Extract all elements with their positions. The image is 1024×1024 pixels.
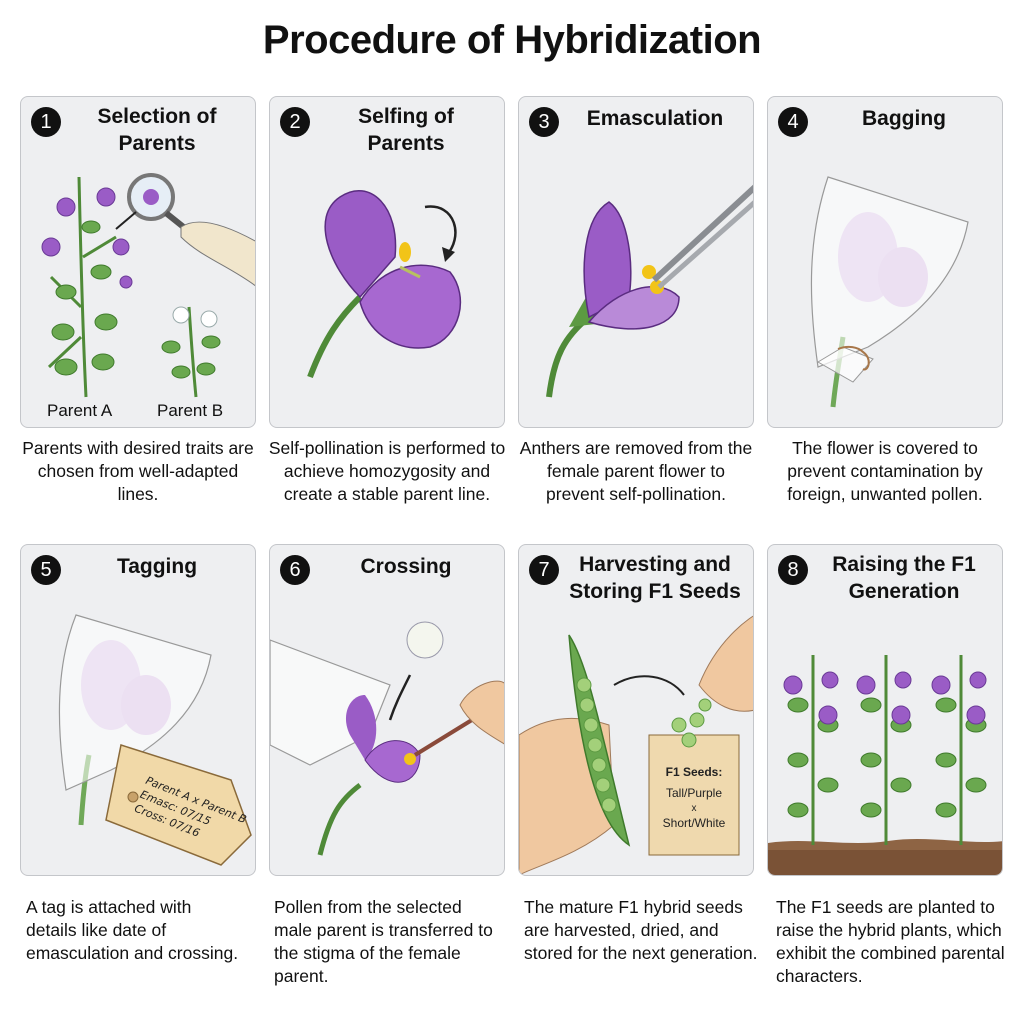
step-title: Crossing (360, 555, 452, 578)
step-8-caption: The F1 seeds are planted to raise the hy… (776, 897, 1005, 986)
step-number-badge: 7 (529, 555, 559, 585)
step-5-caption: A tag is attached with details like date… (26, 897, 239, 963)
step-2-caption: Self-pollination is performed to achieve… (268, 438, 506, 504)
plant-selection-illustration (41, 173, 255, 398)
step-title: Tagging (116, 555, 198, 578)
step-1-caption: Parents with desired traits are chosen f… (22, 438, 254, 504)
harvesting-illustration (519, 615, 753, 875)
step-number-badge: 8 (778, 555, 808, 585)
page-title: Procedure of Hybridization (262, 18, 762, 62)
step-title: Emasculation (586, 107, 724, 130)
step-6-caption: Pollen from the selected male parent is … (274, 897, 493, 986)
step-number-badge: 5 (31, 555, 61, 585)
parent-b-label: Parent B (157, 401, 224, 420)
step-6-panel: 6 Crossing (269, 544, 505, 876)
step-4-panel: 4 Bagging (767, 96, 1003, 428)
crossing-illustration (270, 621, 504, 856)
step-number-badge: 3 (529, 107, 559, 137)
emasculation-illustration (546, 184, 753, 398)
step-number-badge: 4 (778, 107, 808, 137)
tagging-illustration (58, 614, 252, 866)
step-3-panel: 3 Emasculation (518, 96, 754, 428)
step-4-caption: The flower is covered to prevent contami… (787, 438, 983, 504)
selfing-flower-illustration (307, 190, 462, 379)
f1-plants-illustration (768, 655, 1002, 875)
step-number-badge: 6 (280, 555, 310, 585)
step-number-badge: 2 (280, 107, 310, 137)
step-title: Bagging (862, 107, 946, 130)
step-number-badge: 1 (31, 107, 61, 137)
parent-a-label: Parent A (47, 401, 113, 420)
step-3-caption: Anthers are removed from the female pare… (519, 438, 753, 504)
step-7-caption: The mature F1 hybrid seeds are harvested… (524, 897, 758, 963)
bagging-illustration (810, 176, 969, 408)
seed-envelope-label: F1 Seeds: Tall/Purple x Short/White (662, 765, 726, 830)
